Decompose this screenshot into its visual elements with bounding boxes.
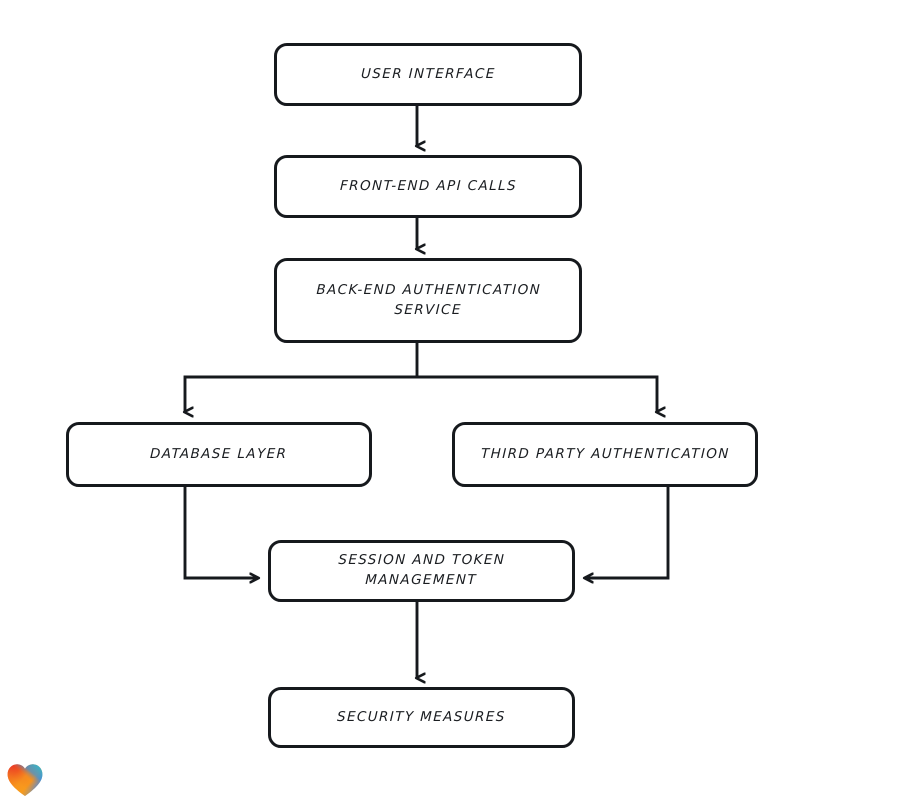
node-label-session-and-token-management: Session and Token Management: [338, 552, 506, 588]
node-session-and-token-management[interactable]: Session and Token Management: [268, 540, 575, 602]
edge-third-party-to-session: [585, 487, 670, 578]
node-backend-authentication-service[interactable]: Back-End Authentication Service: [274, 258, 582, 343]
node-label-database-layer: Database Layer: [150, 445, 288, 462]
node-database-layer[interactable]: Database Layer: [66, 422, 372, 487]
node-user-interface[interactable]: User Interface: [274, 43, 582, 106]
node-third-party-authentication[interactable]: Third Party Authentication: [452, 422, 758, 487]
edge-database-to-session: [183, 487, 258, 578]
node-label-security-measures: Security Measures: [336, 708, 507, 725]
edge-backend-to-database: [185, 375, 417, 412]
heart-icon: [7, 764, 43, 796]
node-label-third-party-authentication: Third Party Authentication: [480, 445, 730, 462]
node-frontend-api-calls[interactable]: Front-End API Calls: [274, 155, 582, 218]
node-security-measures[interactable]: Security Measures: [268, 687, 575, 748]
node-label-user-interface: User Interface: [360, 65, 496, 82]
node-label-backend-authentication-service: Back-End Authentication Service: [315, 281, 542, 318]
edge-backend-to-third-party: [417, 375, 657, 412]
node-label-frontend-api-calls: Front-End API Calls: [339, 177, 517, 194]
